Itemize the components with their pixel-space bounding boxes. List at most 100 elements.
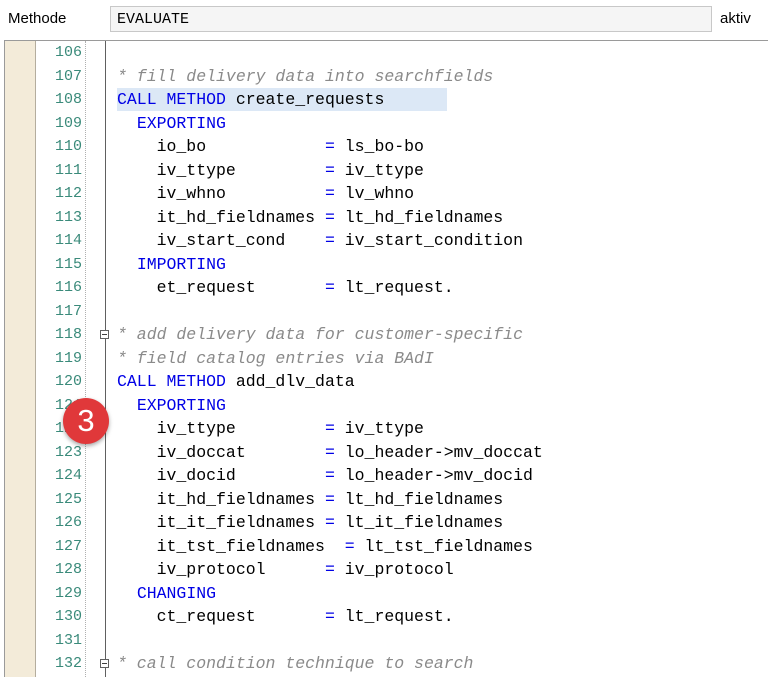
code-line[interactable]: 131 [5, 629, 768, 653]
keyword-token: = [324, 489, 335, 509]
code-line[interactable]: 116 et_request = lt_request. [5, 276, 768, 300]
code-line[interactable]: 115 IMPORTING [5, 253, 768, 277]
code-editor[interactable]: 106 107 * fill delivery data into searchfi… [4, 40, 768, 677]
code-line[interactable]: 118* add delivery data for customer-spec… [5, 323, 768, 347]
line-number: 126 [54, 514, 82, 531]
code-line[interactable]: 108 CALL METHOD create_requests [5, 88, 768, 112]
code-token: it_it_fieldnames [117, 513, 325, 532]
keyword-token: = [324, 137, 335, 156]
code-line[interactable]: 128 iv_protocol = iv_protocol [5, 558, 768, 582]
code-text: CALL METHOD create_requests [117, 88, 384, 111]
breakpoint-gutter[interactable] [5, 41, 36, 677]
code-line[interactable]: 114 iv_start_cond = iv_start_condition [5, 229, 768, 253]
code-line[interactable]: 110 io_bo = ls_bo-bo [5, 135, 768, 159]
code-line[interactable]: 132* call condition technique to search [5, 652, 768, 676]
line-number: 132 [54, 655, 82, 672]
code-token: iv_ttype [117, 160, 325, 180]
code-token [117, 114, 137, 133]
code-text: CHANGING [117, 582, 216, 605]
code-token: lt_request. [334, 607, 454, 626]
code-line[interactable]: 121 EXPORTING [5, 394, 768, 418]
code-token: add_dlv_data [225, 372, 355, 391]
code-line[interactable]: 117 [5, 300, 768, 324]
collapse-icon[interactable] [100, 659, 109, 668]
code-line[interactable]: 123 iv_doccat = lo_header->mv_doccat [5, 441, 768, 465]
code-line[interactable]: 119* field catalog entries via BAdI [5, 347, 768, 371]
keyword-token: = [324, 466, 335, 485]
code-line[interactable]: 111 iv_ttype = iv_ttype [5, 159, 768, 183]
keyword-token: CALL METHOD [117, 90, 226, 109]
line-number: 110 [54, 138, 82, 155]
code-line[interactable]: 127 it_tst_fieldnames = lt_tst_fieldname… [5, 535, 768, 559]
comment-token: * fill delivery data into searchfields [117, 66, 494, 86]
gutter-separator [85, 41, 86, 677]
line-number: 106 [54, 44, 82, 61]
current-line-highlight [117, 88, 447, 111]
code-text: it_it_fieldnames = lt_it_fieldnames [117, 511, 504, 534]
line-number: 113 [54, 208, 82, 226]
keyword-token: CHANGING [136, 583, 217, 603]
code-token: iv_ttype [334, 419, 424, 438]
code-line[interactable]: 106 [5, 41, 768, 65]
code-token: ct_request [117, 607, 325, 626]
line-number: 119 [54, 349, 82, 367]
code-token: iv_protocol [117, 560, 325, 579]
code-line[interactable]: 126 it_it_fieldnames = lt_it_fieldnames [5, 511, 768, 535]
code-line[interactable]: 130 ct_request = lt_request. [5, 605, 768, 629]
code-text: iv_docid = lo_header->mv_docid [117, 464, 533, 487]
line-number-gutter [36, 41, 82, 677]
line-number: 131 [54, 631, 82, 649]
keyword-token: CALL METHOD [117, 372, 226, 391]
collapse-icon[interactable] [100, 330, 109, 339]
code-token: io_bo [117, 137, 325, 156]
keyword-token: = [324, 160, 335, 180]
code-line[interactable]: 113 it_hd_fieldnames = lt_hd_fieldnames [5, 206, 768, 230]
code-token: it_hd_fieldnames [117, 207, 325, 227]
line-number: 108 [54, 91, 82, 108]
line-number: 123 [54, 443, 82, 461]
code-token: lv_whno [334, 184, 415, 203]
code-line[interactable]: 129 CHANGING [5, 582, 768, 606]
code-token: et_request [117, 278, 325, 297]
method-header: Methode EVALUATE aktiv [0, 0, 768, 38]
code-token: iv_start_condition [334, 231, 523, 250]
code-line[interactable]: 125 it_hd_fieldnames = lt_hd_fieldnames [5, 488, 768, 512]
keyword-token: = [324, 184, 335, 203]
line-number: 107 [54, 67, 82, 85]
code-token: iv_start_cond [117, 231, 325, 250]
line-number: 112 [54, 185, 82, 202]
line-number: 129 [54, 584, 82, 602]
code-text: IMPORTING [117, 253, 226, 276]
code-token [117, 255, 137, 274]
line-number: 115 [54, 255, 82, 273]
keyword-token: EXPORTING [136, 395, 226, 415]
keyword-token: = [324, 513, 335, 532]
code-token: iv_doccat [117, 442, 325, 462]
line-number: 127 [54, 537, 82, 555]
code-text: EXPORTING [117, 112, 226, 135]
keyword-token: = [324, 607, 335, 626]
line-number: 111 [54, 161, 82, 179]
code-line[interactable]: 109 EXPORTING [5, 112, 768, 136]
line-number: 124 [54, 467, 82, 484]
code-text: it_hd_fieldnames = lt_hd_fieldnames [117, 206, 504, 229]
method-name-field[interactable]: EVALUATE [110, 6, 712, 32]
code-line[interactable]: 122 iv_ttype = iv_ttype [5, 417, 768, 441]
code-text: iv_whno = lv_whno [117, 182, 414, 205]
code-token: lo_header->mv_doccat [334, 442, 543, 462]
code-text: iv_ttype = iv_ttype [117, 417, 424, 440]
code-text: io_bo = ls_bo-bo [117, 135, 424, 158]
line-number: 109 [54, 114, 82, 132]
step-number-badge: 3 [63, 398, 109, 444]
code-token [117, 584, 137, 603]
code-text: CALL METHOD add_dlv_data [117, 370, 355, 393]
code-token [117, 396, 137, 415]
code-text: * fill delivery data into searchfields [117, 65, 493, 88]
code-token: lo_header->mv_docid [334, 466, 533, 485]
code-text: et_request = lt_request. [117, 276, 454, 299]
code-line[interactable]: 107 * fill delivery data into searchfield… [5, 65, 768, 89]
code-token: iv_ttype [334, 160, 424, 180]
code-line[interactable]: 112 iv_whno = lv_whno [5, 182, 768, 206]
code-line[interactable]: 124 iv_docid = lo_header->mv_docid [5, 464, 768, 488]
